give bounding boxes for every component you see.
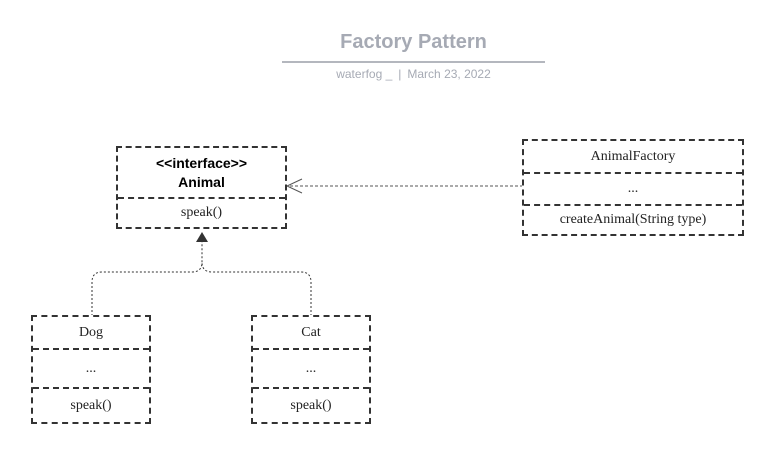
- factory-attributes-compartment: ...: [524, 172, 742, 204]
- animal-name-compartment: <<interface>> Animal: [118, 148, 285, 197]
- animal-method: speak(): [180, 205, 223, 220]
- title-divider: [282, 61, 545, 63]
- author-name: waterfog _: [336, 67, 393, 81]
- dog-class-box[interactable]: Dog ... speak(): [31, 315, 151, 424]
- dependency-arrowhead: [285, 178, 303, 194]
- cat-attributes: ...: [305, 360, 317, 376]
- animal-factory-box[interactable]: AnimalFactory ... createAnimal(String ty…: [522, 139, 744, 236]
- dog-name: Dog: [78, 324, 104, 340]
- cat-methods-compartment: speak(): [253, 387, 369, 422]
- factory-methods-compartment: createAnimal(String type): [524, 204, 742, 234]
- dog-attributes-compartment: ...: [33, 348, 149, 387]
- dog-attributes: ...: [85, 360, 97, 376]
- publish-date: March 23, 2022: [407, 67, 491, 81]
- dog-name-compartment: Dog: [33, 317, 149, 348]
- cat-class-box[interactable]: Cat ... speak(): [251, 315, 371, 424]
- byline-separator: |: [398, 67, 402, 81]
- animal-methods-compartment: speak(): [118, 197, 285, 227]
- realization-arrow-dog: [91, 232, 208, 316]
- cat-method: speak(): [290, 397, 332, 413]
- cat-name-compartment: Cat: [253, 317, 369, 348]
- cat-name: Cat: [301, 324, 321, 340]
- interface-name: Animal: [178, 173, 225, 190]
- factory-name-compartment: AnimalFactory: [524, 141, 742, 172]
- byline: waterfog _ | March 23, 2022: [282, 67, 545, 81]
- factory-attributes: ...: [627, 181, 639, 196]
- realization-arrow-cat: [201, 261, 312, 316]
- factory-method: createAnimal(String type): [559, 212, 707, 227]
- interface-stereotype: <<interface>>: [155, 154, 248, 171]
- dog-methods-compartment: speak(): [33, 387, 149, 422]
- page-title: Factory Pattern: [340, 31, 487, 53]
- factory-name: AnimalFactory: [590, 148, 676, 164]
- dog-method: speak(): [70, 397, 112, 413]
- cat-attributes-compartment: ...: [253, 348, 369, 387]
- animal-interface-box[interactable]: <<interface>> Animal speak(): [116, 146, 287, 229]
